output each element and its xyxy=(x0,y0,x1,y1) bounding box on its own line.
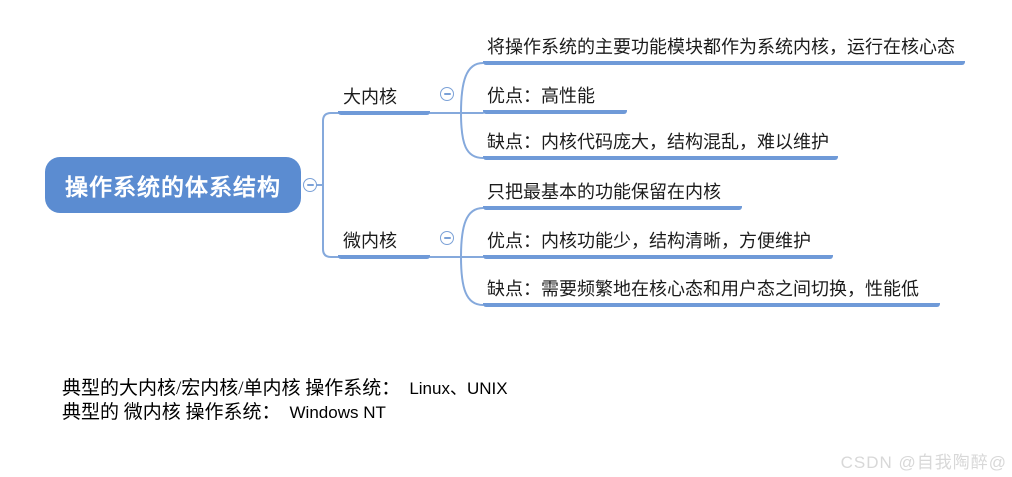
topic-micro-kernel[interactable]: 微内核 xyxy=(338,229,430,259)
note-line-big-kernel: 典型的大内核/宏内核/单内核 操作系统： Linux、UNIX xyxy=(62,377,508,401)
minus-bar xyxy=(443,237,451,239)
minus-bar xyxy=(306,184,314,186)
trunk-connector xyxy=(322,112,340,258)
note-line-micro-kernel: 典型的 微内核 操作系统： Windows NT xyxy=(62,401,508,425)
root-topic[interactable]: 操作系统的体系结构 xyxy=(45,157,301,213)
typical-os-notes: 典型的大内核/宏内核/单内核 操作系统： Linux、UNIX 典型的 微内核 操… xyxy=(62,377,508,425)
subtopic-big-kernel-con[interactable]: 缺点：内核代码庞大，结构混乱，难以维护 xyxy=(483,130,838,160)
subtopic-big-kernel-pro[interactable]: 优点：高性能 xyxy=(483,84,627,114)
minus-bar xyxy=(443,93,451,95)
topic-big-kernel[interactable]: 大内核 xyxy=(338,85,430,115)
note-label: 典型的 微内核 操作系统： xyxy=(62,402,281,423)
subtopic-micro-kernel-con[interactable]: 缺点：需要频繁地在核心态和用户态之间切换，性能低 xyxy=(483,277,940,307)
note-os-names: Linux、UNIX xyxy=(409,379,508,398)
minus-circle-icon[interactable] xyxy=(440,231,454,245)
note-label: 典型的大内核/宏内核/单内核 操作系统： xyxy=(62,378,401,399)
subtopic-big-kernel-definition[interactable]: 将操作系统的主要功能模块都作为系统内核，运行在核心态 xyxy=(483,35,965,65)
subtopic-micro-kernel-pro[interactable]: 优点：内核功能少，结构清晰，方便维护 xyxy=(483,229,833,259)
minus-circle-icon[interactable] xyxy=(303,178,317,192)
minus-circle-icon[interactable] xyxy=(440,87,454,101)
big-kernel-brace-connector xyxy=(459,62,484,159)
note-os-names: Windows NT xyxy=(289,403,386,422)
micro-kernel-brace-connector xyxy=(459,207,484,306)
csdn-watermark: CSDN @自我陶醉@ xyxy=(840,453,1007,472)
subtopic-micro-kernel-definition[interactable]: 只把最基本的功能保留在内核 xyxy=(483,180,742,210)
